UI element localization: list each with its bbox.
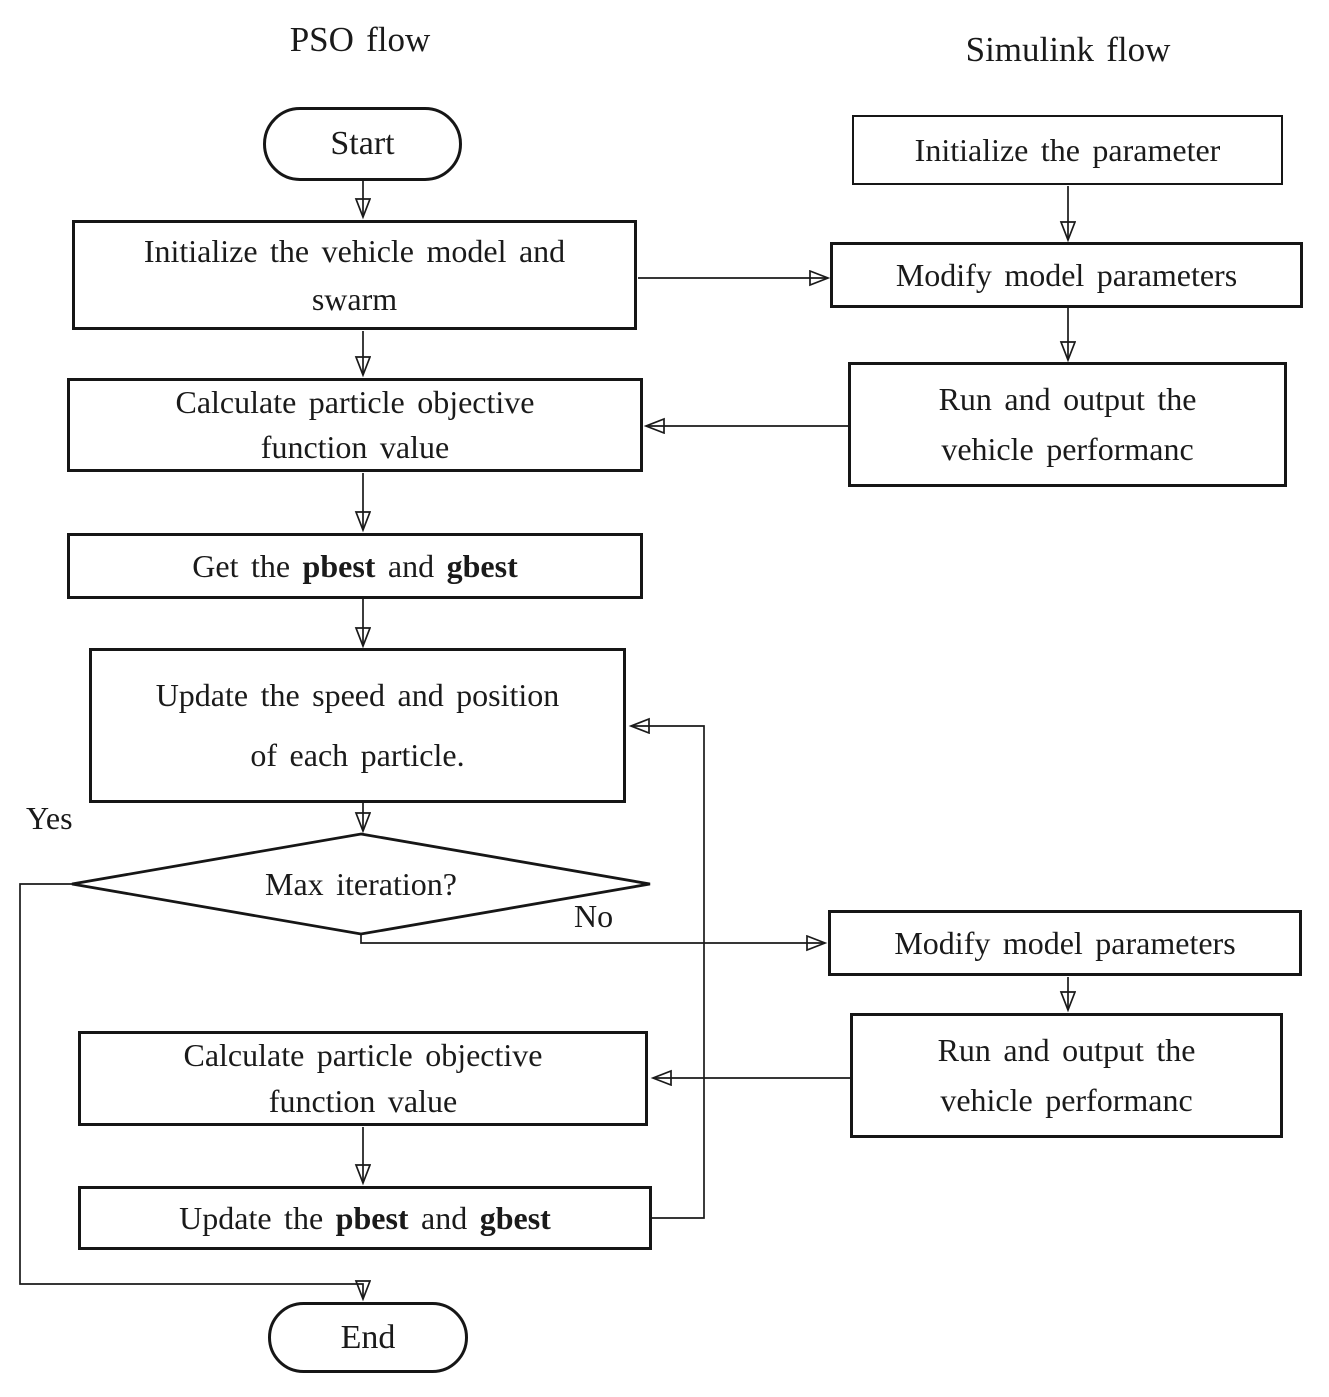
node-update-pbest-gbest: Update the pbest and gbest — [78, 1186, 652, 1250]
node-start-label: Start — [330, 125, 395, 163]
node-line: Run and output the — [938, 380, 1197, 417]
node-run-output-2: Run and output the vehicle performanc — [850, 1013, 1283, 1138]
node-start: Start — [263, 107, 462, 181]
node-calculate-objective-1: Calculate particle objective function va… — [67, 378, 643, 472]
pso-flow-title: PSO flow — [289, 20, 431, 59]
node-line: Calculate particle objective — [183, 1037, 543, 1074]
node-line: function value — [268, 1082, 458, 1119]
node-line: Update the speed and position — [155, 677, 560, 714]
node-modify-params-1: Modify model parameters — [830, 242, 1303, 308]
node-line: Modify model parameters — [894, 924, 1236, 961]
node-update-speed-position: Update the speed and position of each pa… — [89, 648, 626, 803]
node-line: Update the pbest and gbest — [179, 1199, 551, 1236]
node-calculate-objective-2: Calculate particle objective function va… — [78, 1031, 648, 1126]
node-initialize-parameter: Initialize the parameter — [852, 115, 1283, 185]
decision-max-iteration-label: Max iteration? — [265, 865, 457, 902]
node-initialize-vehicle-model: Initialize the vehicle model and swarm — [72, 220, 637, 330]
no-edge-label: No — [574, 898, 614, 934]
node-line: Run and output the — [937, 1031, 1196, 1068]
yes-edge-label: Yes — [26, 800, 73, 836]
node-line: swarm — [311, 281, 398, 317]
node-end: End — [268, 1302, 468, 1373]
node-line: of each particle. — [250, 736, 465, 773]
node-line: Initialize the vehicle model and — [143, 233, 566, 269]
node-line: vehicle performanc — [940, 1081, 1193, 1118]
node-line: Calculate particle objective — [175, 383, 535, 420]
node-line: Modify model parameters — [895, 256, 1238, 293]
node-modify-params-2: Modify model parameters — [828, 910, 1302, 976]
edge-decision-no-to-modify2 — [360, 934, 825, 943]
node-line: Get the pbest and gbest — [192, 547, 518, 584]
node-line: vehicle performanc — [941, 430, 1194, 467]
edge-update-best-loop-to-update-speed — [631, 726, 705, 1219]
simulink-flow-title: Simulink flow — [965, 30, 1171, 69]
node-end-label: End — [340, 1318, 396, 1356]
node-line: Initialize the parameter — [914, 131, 1221, 168]
node-run-output-1: Run and output the vehicle performanc — [848, 362, 1287, 487]
node-get-pbest-gbest: Get the pbest and gbest — [67, 533, 643, 599]
node-line: function value — [260, 429, 450, 465]
